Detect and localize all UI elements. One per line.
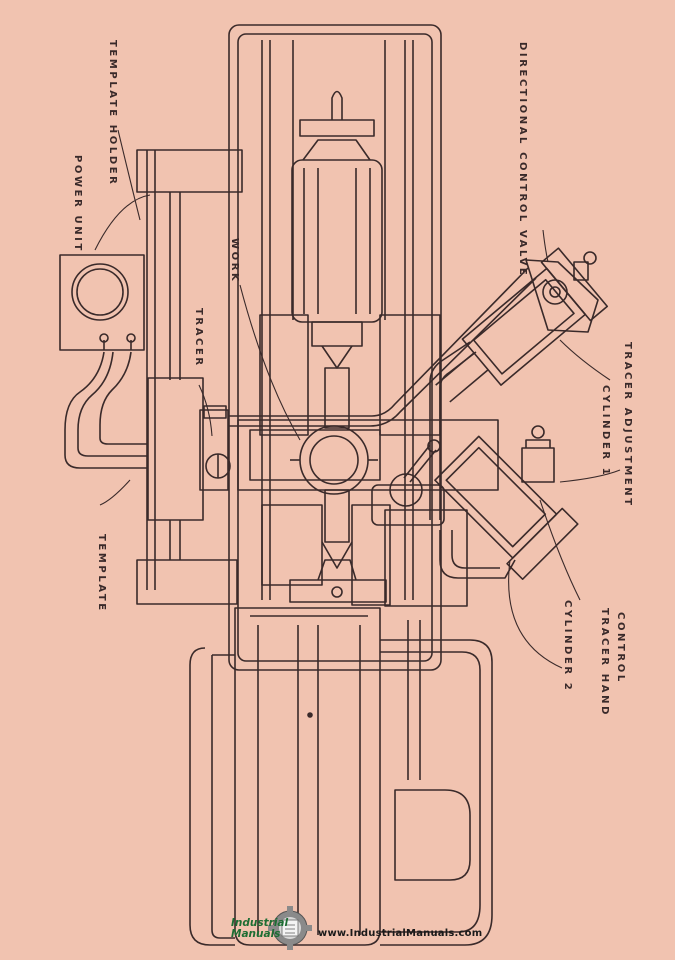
headstock: [189, 607, 493, 946]
template-holder: [136, 149, 243, 605]
label-tracer-hand-control-2: CONTROL: [615, 612, 626, 684]
carriage: [237, 314, 499, 607]
label-tracer-hand-control-1: TRACER HAND: [599, 608, 610, 717]
cylinder-2: [434, 435, 579, 580]
label-template: TEMPLATE: [96, 534, 107, 613]
watermark-logo-line1: Industrial: [231, 917, 289, 929]
tracer-adjustment: [521, 425, 555, 483]
watermark-logo-line2: Manuals: [231, 928, 281, 940]
hydraulic-lines: [228, 267, 537, 579]
watermark-logo-text: Industrial Manuals: [231, 918, 288, 940]
label-cylinder-2: CYLINDER 2: [562, 600, 573, 692]
cylinder-1: [435, 247, 609, 403]
work-piece: [289, 367, 387, 603]
label-tracer: TRACER: [193, 308, 204, 368]
label-template-holder: TEMPLATE HOLDER: [107, 40, 118, 186]
power-unit: [59, 254, 148, 469]
label-tracer-adjustment: TRACER ADJUSTMENT: [622, 342, 633, 508]
diagram-labels: POWER UNIT TEMPLATE HOLDER DIRECTIONAL C…: [72, 40, 633, 717]
gear-logo-icon: [268, 906, 312, 950]
label-power-unit: POWER UNIT: [72, 155, 83, 253]
watermark-url: www.IndustrialManuals.com: [318, 928, 483, 939]
tailstock: [291, 90, 383, 369]
directional-control-valve: [525, 251, 599, 333]
label-work: WORK: [229, 238, 240, 283]
leader-lines: [94, 129, 621, 669]
label-cylinder-1: CYLINDER 1: [600, 385, 611, 477]
label-directional-control-valve: DIRECTIONAL CONTROL VALVE: [517, 42, 528, 277]
